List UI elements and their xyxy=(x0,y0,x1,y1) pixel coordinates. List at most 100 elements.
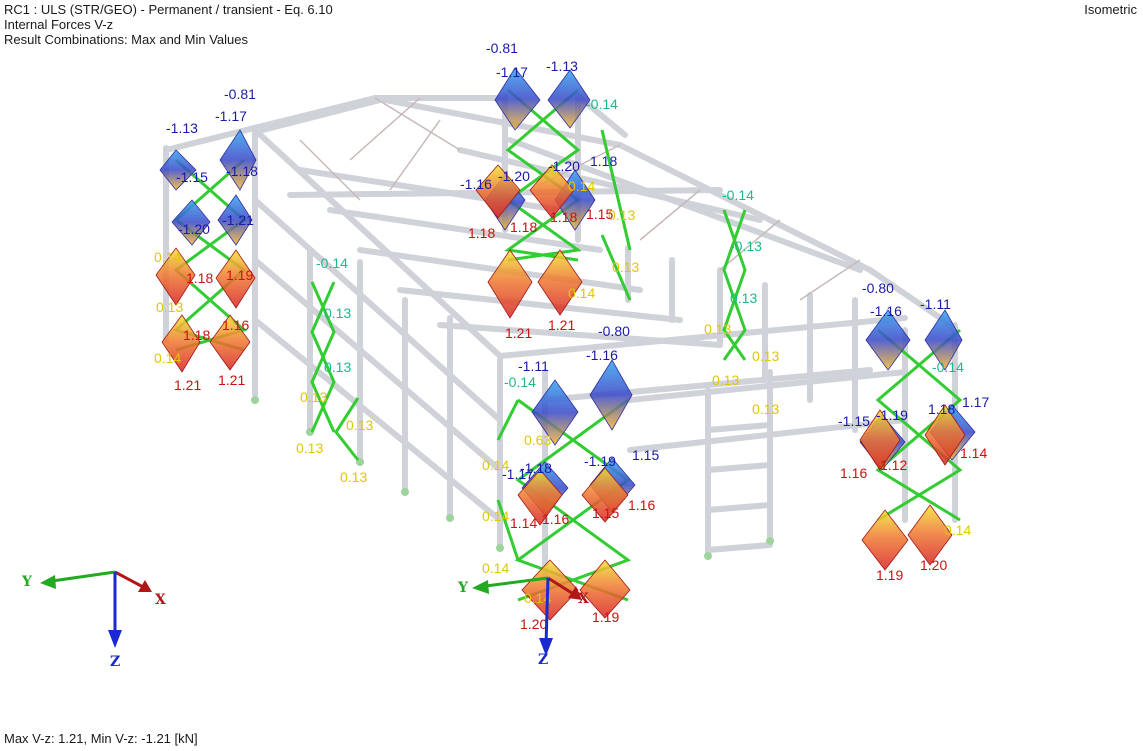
result-value-label: 0.13 xyxy=(346,417,373,433)
result-value-label: 0.13 xyxy=(712,372,739,388)
result-value-label: 0.14 xyxy=(154,350,181,366)
result-value-label: 1.18 xyxy=(186,270,213,286)
result-summary: Max V-z: 1.21, Min V-z: -1.21 [kN] xyxy=(4,731,198,746)
result-value-label: 1.17 xyxy=(962,394,989,410)
result-value-label: 1.19 xyxy=(876,567,903,583)
result-value-label: -0.81 xyxy=(224,86,256,102)
local-x-arrow-icon xyxy=(568,586,582,600)
result-value-label: -1.19 xyxy=(584,453,616,469)
load-combination-title: RC1 : ULS (STR/GEO) - Permanent / transi… xyxy=(4,2,333,17)
result-value-label: -0.80 xyxy=(862,280,894,296)
result-value-label: -0.14 xyxy=(504,374,536,390)
result-value-label: 1.16 xyxy=(542,511,569,527)
result-value-label: -1.15 xyxy=(838,413,870,429)
local-y-arrow-icon xyxy=(472,580,489,594)
result-value-label: 0.13 xyxy=(704,321,731,337)
result-value-label: -1.16 xyxy=(586,347,618,363)
result-value-label: 1.20 xyxy=(520,616,547,632)
result-value-label: -1.11 xyxy=(920,296,951,312)
column-supports xyxy=(251,396,774,560)
result-value-label: 1.18 xyxy=(468,225,495,241)
result-value-label: 0.13 xyxy=(612,259,639,275)
result-value-label: 0.13 xyxy=(730,290,757,306)
axis-label-z: Z xyxy=(110,654,120,670)
global-axis-triad: Y X Z xyxy=(21,570,166,670)
result-value-label: 1.20 xyxy=(920,557,947,573)
result-value-label: 1.18 xyxy=(183,327,210,343)
result-value-label: -1.19 xyxy=(876,407,908,423)
axis-label-x: X xyxy=(155,592,166,608)
result-value-label: -1.16 xyxy=(460,176,492,192)
result-value-label: -0.81 xyxy=(486,40,518,56)
result-value-label: -1.17 xyxy=(215,108,247,124)
result-value-label: 1.21 xyxy=(174,377,201,393)
result-value-label: -1.16 xyxy=(870,303,902,319)
axis-label-y: Y xyxy=(21,574,33,590)
result-value-label: -1.20 xyxy=(548,158,580,174)
result-value-label: 0.13 xyxy=(156,299,183,315)
result-value-label: 1.14 xyxy=(510,515,537,531)
result-value-label: 1.18 xyxy=(928,401,955,417)
result-value-label: -0.14 xyxy=(932,359,964,375)
result-value-label: -0.13 xyxy=(730,238,762,254)
result-value-label: -1.11 xyxy=(518,358,549,374)
result-value-label: 1.15 xyxy=(586,206,613,222)
result-value-label: 1.19 xyxy=(592,609,619,625)
result-value-label: 0.14 xyxy=(482,560,509,576)
result-value-label: -0.14 xyxy=(586,96,618,112)
result-value-label: -1.13 xyxy=(166,120,198,136)
result-value-label: 1.18 xyxy=(590,153,617,169)
result-value-label: 1.19 xyxy=(226,267,253,283)
force-diagrams-positive xyxy=(155,164,966,621)
result-value-label: -1.17 xyxy=(502,466,534,482)
result-value-label: 1.18 xyxy=(510,219,537,235)
local-axis-label-z: Z xyxy=(538,652,548,668)
result-value-label: 0.14 xyxy=(524,590,551,606)
y-axis-arrow-icon xyxy=(40,575,56,589)
result-value-label: 0.14 xyxy=(482,508,509,524)
result-value-label: 0.14 xyxy=(568,285,595,301)
result-value-label: 0.14 xyxy=(944,522,971,538)
z-axis-arrow-icon xyxy=(108,630,122,648)
local-axis-label-x: X xyxy=(578,591,589,607)
result-labels: -0.81-1.13-1.17-1.15-1.18-1.20-1.210.141… xyxy=(154,40,989,632)
result-value-label: 1.16 xyxy=(222,317,249,333)
result-value-label: 0.13 xyxy=(300,389,327,405)
result-value-label: 0.14 xyxy=(482,457,509,473)
result-value-label: 0.14 xyxy=(568,178,595,194)
result-value-label: 1.16 xyxy=(840,465,867,481)
result-value-label: 1.21 xyxy=(218,372,245,388)
result-value-label: 1.21 xyxy=(505,325,532,341)
x-axis-arrow-icon xyxy=(138,580,152,592)
steel-frame xyxy=(163,93,958,581)
result-value-label: -1.20 xyxy=(178,221,210,237)
view-mode-label: Isometric xyxy=(1084,2,1137,17)
result-value-label: 0.13 xyxy=(608,207,635,223)
result-value-label: 0.13 xyxy=(324,359,351,375)
cross-bracing xyxy=(172,88,963,602)
result-value-label: 1.16 xyxy=(628,497,655,513)
local-z-arrow-icon xyxy=(539,638,553,656)
result-value-label: 1.15 xyxy=(592,505,619,521)
result-value-label: -1.20 xyxy=(498,168,530,184)
result-value-label: -0.14 xyxy=(722,187,754,203)
result-value-label: 0.13 xyxy=(324,305,351,321)
result-value-label: 0.14 xyxy=(154,249,181,265)
result-value-label: 1.12 xyxy=(880,457,907,473)
result-value-label: -0.80 xyxy=(598,323,630,339)
result-value-label: -1.13 xyxy=(546,58,578,74)
result-value-label: 0.13 xyxy=(296,440,323,456)
result-value-label: 1.14 xyxy=(960,445,987,461)
result-value-label: -1.21 xyxy=(222,212,254,228)
local-axis-label-y: Y xyxy=(457,580,469,596)
local-axis-triad: Y X Z xyxy=(457,576,589,668)
result-value-label: -1.18 xyxy=(520,460,552,476)
result-value-label: -1.15 xyxy=(176,169,208,185)
result-value-label: -1.18 xyxy=(226,163,258,179)
result-value-label: 0.63 xyxy=(524,432,551,448)
result-value-label: 1.15 xyxy=(632,447,659,463)
result-value-label: 0.13 xyxy=(752,348,779,364)
result-value-label: 0.13 xyxy=(752,401,779,417)
